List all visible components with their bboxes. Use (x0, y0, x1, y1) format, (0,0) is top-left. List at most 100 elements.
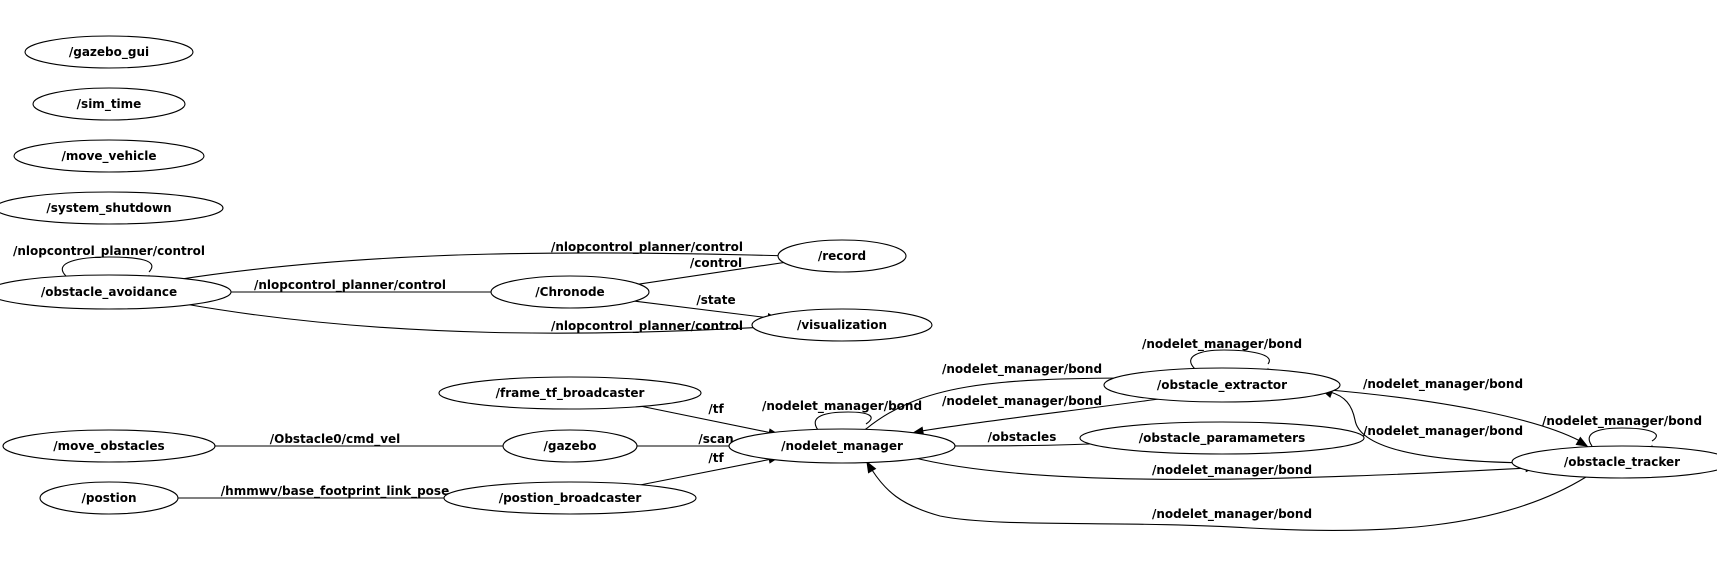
node-sim-time[interactable]: /sim_time (32, 87, 186, 121)
node-label: /frame_tf_broadcaster (496, 386, 645, 401)
edge-label: /nodelet_manager/bond (942, 394, 1102, 409)
nodes-layer: /gazebo_gui/sim_time/move_vehicle/system… (0, 35, 1717, 515)
node-move-vehicle[interactable]: /move_vehicle (13, 139, 205, 173)
node-obstacle-avoidance[interactable]: /obstacle_avoidance (0, 274, 232, 310)
node-chronode[interactable]: /Chronode (490, 275, 650, 309)
edge-label: /hmmwv/base_footprint_link_pose (221, 484, 449, 499)
edge-pos-pb: /hmmwv/base_footprint_link_pose (156, 484, 469, 503)
edge-label: /nodelet_manager/bond (1152, 507, 1312, 522)
node-label: /obstacle_avoidance (41, 285, 177, 300)
edge-line (174, 252, 793, 281)
node-ellipse (2, 429, 216, 463)
node-label: /visualization (797, 318, 887, 332)
edge-arrowhead (866, 460, 877, 474)
node-ellipse (443, 481, 697, 515)
edge-oa-chronode: /nlopcontrol_planner/control (209, 278, 516, 297)
edge-line (61, 256, 153, 277)
edge-line (625, 260, 795, 287)
node-postion[interactable]: /postion (39, 481, 179, 515)
edge-label: /control (690, 256, 742, 270)
edge-label: /nlopcontrol_planner/control (551, 319, 743, 334)
node-label: /Chronode (535, 285, 604, 299)
node-label: /obstacle_paramameters (1139, 431, 1305, 446)
node-frame-tf-broadcaster[interactable]: /frame_tf_broadcaster (438, 376, 702, 410)
node-ellipse (0, 274, 232, 310)
edge-line (184, 303, 768, 334)
node-label: /record (818, 249, 866, 263)
edge-label: /nlopcontrol_planner/control (254, 278, 446, 293)
edge-arrowhead (1575, 436, 1589, 447)
edge-line (920, 397, 1167, 432)
node-obstacle-extractor[interactable]: /obstacle_extractor (1103, 367, 1341, 403)
edge-line (814, 411, 872, 431)
node-gazebo-gui[interactable]: /gazebo_gui (24, 35, 194, 69)
node-label: /obstacle_extractor (1157, 378, 1287, 393)
edge-label: /nlopcontrol_planner/control (13, 244, 205, 259)
edge-label: /nodelet_manager/bond (1152, 463, 1312, 478)
edge-ot-nm: /nodelet_manager/bond (866, 460, 1587, 532)
node-nodelet-manager[interactable]: /nodelet_manager (728, 428, 956, 464)
edge-line (1317, 388, 1581, 442)
node-label: /move_obstacles (53, 439, 164, 454)
edge-label: /scan (698, 432, 733, 446)
edge-label: /obstacles (988, 430, 1057, 444)
edge-label: /nlopcontrol_planner/control (551, 240, 743, 255)
edge-mo-gz: /Obstacle0/cmd_vel (193, 432, 528, 451)
edge-line (1329, 391, 1535, 464)
edge-line (1190, 349, 1270, 370)
edge-label: /nodelet_manager/bond (1542, 414, 1702, 429)
edge-line (910, 456, 1529, 480)
node-obstacle-paramameters[interactable]: /obstacle_paramameters (1079, 421, 1365, 455)
node-system-shutdown[interactable]: /system_shutdown (0, 191, 224, 225)
node-obstacle-tracker[interactable]: /obstacle_tracker (1511, 445, 1717, 479)
edge-oa-vis: /nlopcontrol_planner/control (184, 303, 777, 334)
node-label: /nodelet_manager (781, 439, 903, 454)
node-ellipse (502, 429, 638, 463)
node-ellipse (1103, 367, 1341, 403)
node-ellipse (751, 308, 933, 342)
edge-label: /tf (708, 402, 724, 416)
node-label: /gazebo (543, 439, 596, 453)
edge-label: /nodelet_manager/bond (1142, 337, 1302, 352)
edge-oe-ot: /nodelet_manager/bond (1317, 377, 1589, 447)
edge-line (639, 405, 773, 434)
edge-label: /nodelet_manager/bond (762, 399, 922, 414)
node-visualization[interactable]: /visualization (751, 308, 933, 342)
node-ellipse (1079, 421, 1365, 455)
node-postion-broadcaster[interactable]: /postion_broadcaster (443, 481, 697, 515)
edge-ot-oe: /nodelet_manager/bond (1320, 389, 1535, 464)
edge-chr-record: /control (625, 256, 803, 287)
node-label: /move_vehicle (61, 149, 156, 164)
node-label: /sim_time (77, 97, 142, 112)
edge-line (865, 377, 1139, 430)
node-ellipse (438, 376, 702, 410)
edge-label: /Obstacle0/cmd_vel (270, 432, 401, 447)
node-gazebo[interactable]: /gazebo (502, 429, 638, 463)
node-label: /obstacle_tracker (1564, 455, 1680, 470)
node-ellipse (777, 239, 907, 273)
node-ellipse (24, 35, 194, 69)
node-label: /postion_broadcaster (499, 491, 642, 506)
node-label: /postion (82, 491, 137, 505)
node-move-obstacles[interactable]: /move_obstacles (2, 429, 216, 463)
edge-label: /state (696, 293, 735, 307)
node-label: /system_shutdown (46, 201, 171, 216)
edges-layer: /nlopcontrol_planner/control/nlopcontrol… (13, 240, 1702, 532)
node-ellipse (39, 481, 179, 515)
node-record[interactable]: /record (777, 239, 907, 273)
node-ellipse (0, 191, 224, 225)
edge-line (639, 458, 773, 486)
edge-label: /nodelet_manager/bond (1363, 377, 1523, 392)
node-ellipse (490, 275, 650, 309)
edge-label: /tf (708, 451, 724, 465)
edge-line (624, 299, 771, 319)
edge-label: /nodelet_manager/bond (942, 362, 1102, 377)
edge-nm-ot: /nodelet_manager/bond (910, 456, 1538, 480)
edge-label: /nodelet_manager/bond (1363, 424, 1523, 439)
node-ellipse (728, 428, 956, 464)
node-ellipse (32, 87, 186, 121)
edge-line (871, 469, 1587, 532)
edge-line (1588, 427, 1657, 447)
node-label: /gazebo_gui (69, 45, 149, 60)
